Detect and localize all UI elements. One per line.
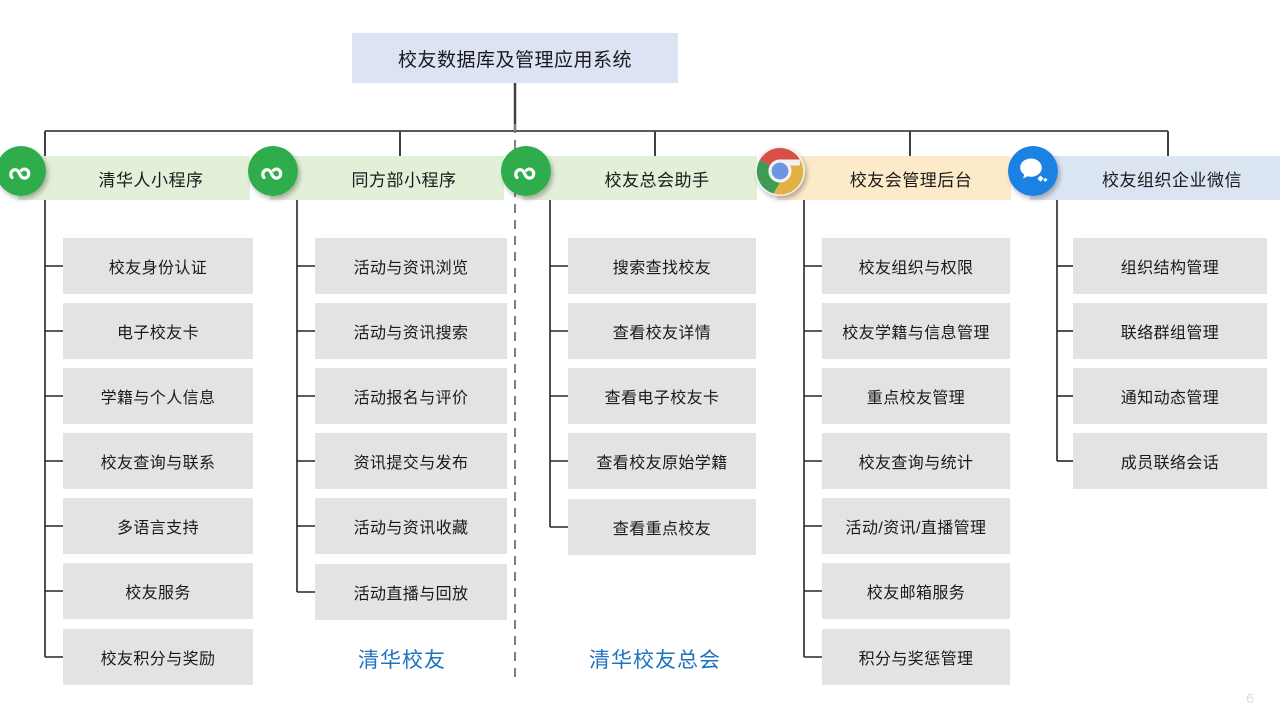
leaf-label: 搜索查找校友 <box>612 260 712 277</box>
column-header-alumni-association-assistant[interactable]: 校友总会助手 <box>501 146 757 200</box>
leaf-item[interactable]: 成员联络会话 <box>1073 433 1267 489</box>
leaf-item[interactable]: 重点校友管理 <box>822 368 1010 424</box>
wechat-miniprogram-icon <box>501 146 551 196</box>
leaf-label: 重点校友管理 <box>866 390 966 407</box>
wechat-miniprogram-icon <box>0 146 46 196</box>
footer-tsinghua-alumni: 清华校友 <box>358 644 446 674</box>
leaf-label: 活动与资讯浏览 <box>353 260 469 277</box>
leaf-label: 电子校友卡 <box>116 325 199 342</box>
leaf-label: 组织结构管理 <box>1120 260 1220 277</box>
column-header-tongfangbu-miniprogram[interactable]: 同方部小程序 <box>248 146 504 200</box>
leaf-item[interactable]: 校友组织与权限 <box>822 238 1010 294</box>
root-node-label: 校友数据库及管理应用系统 <box>397 49 632 71</box>
footer-tsinghua-alumni-association: 清华校友总会 <box>589 644 721 674</box>
leaf-label: 活动/资讯/直播管理 <box>845 520 987 537</box>
leaf-item[interactable]: 联络群组管理 <box>1073 303 1267 359</box>
leaf-item[interactable]: 校友身份认证 <box>63 238 253 294</box>
leaf-label: 校友身份认证 <box>108 260 208 277</box>
leaf-item[interactable]: 组织结构管理 <box>1073 238 1267 294</box>
column-header-tsinghua-people-miniprogram[interactable]: 清华人小程序 <box>0 146 250 200</box>
leaf-item[interactable]: 校友邮箱服务 <box>822 563 1010 619</box>
root-node: 校友数据库及管理应用系统 <box>352 33 678 83</box>
page-number: 6 <box>1246 690 1254 706</box>
leaf-item[interactable]: 活动与资讯收藏 <box>315 498 507 554</box>
leaf-item[interactable]: 校友查询与联系 <box>63 433 253 489</box>
leaf-item[interactable]: 校友查询与统计 <box>822 433 1010 489</box>
leaf-item[interactable]: 校友服务 <box>63 563 253 619</box>
leaf-item[interactable]: 查看校友详情 <box>568 303 756 359</box>
leaf-item[interactable]: 校友学籍与信息管理 <box>822 303 1010 359</box>
leaf-label: 校友查询与统计 <box>858 455 974 472</box>
leaf-item[interactable]: 搜索查找校友 <box>568 238 756 294</box>
leaf-label: 通知动态管理 <box>1120 390 1220 407</box>
leaf-label: 查看重点校友 <box>612 521 712 538</box>
footer-label-text: 清华校友总会 <box>589 649 721 672</box>
leaf-item[interactable]: 活动直播与回放 <box>315 564 507 620</box>
leaf-item[interactable]: 查看电子校友卡 <box>568 368 756 424</box>
leaf-label: 活动与资讯搜索 <box>353 325 469 342</box>
leaf-item[interactable]: 查看重点校友 <box>568 499 756 555</box>
column-header-label: 校友总会助手 <box>604 170 710 190</box>
leaf-label: 活动报名与评价 <box>353 390 469 407</box>
leaf-item[interactable]: 查看校友原始学籍 <box>568 433 756 489</box>
chrome-browser-icon <box>755 146 805 196</box>
leaf-item[interactable]: 多语言支持 <box>63 498 253 554</box>
wechat-miniprogram-icon <box>248 146 298 196</box>
leaf-label: 多语言支持 <box>116 520 199 537</box>
leaf-label: 活动与资讯收藏 <box>353 520 469 537</box>
column-header-alumni-admin-backend[interactable]: 校友会管理后台 <box>755 146 1011 200</box>
leaf-label: 成员联络会话 <box>1120 455 1220 472</box>
leaf-label: 校友查询与联系 <box>100 455 216 472</box>
column-header-label: 校友会管理后台 <box>849 170 973 190</box>
leaf-label: 校友学籍与信息管理 <box>842 325 990 342</box>
column-header-label: 清华人小程序 <box>98 170 204 190</box>
leaf-label: 校友邮箱服务 <box>866 585 966 602</box>
leaf-label: 查看校友详情 <box>612 325 712 342</box>
leaf-item[interactable]: 活动与资讯搜索 <box>315 303 507 359</box>
column-header-label: 同方部小程序 <box>351 170 457 190</box>
leaf-label: 校友积分与奖励 <box>100 651 216 668</box>
leaf-label: 校友组织与权限 <box>858 260 974 277</box>
leaf-label: 学籍与个人信息 <box>100 390 216 407</box>
leaf-item[interactable]: 积分与奖惩管理 <box>822 629 1010 685</box>
leaf-item[interactable]: 通知动态管理 <box>1073 368 1267 424</box>
leaf-item[interactable]: 活动报名与评价 <box>315 368 507 424</box>
leaf-label: 校友服务 <box>125 585 191 602</box>
leaf-label: 查看校友原始学籍 <box>596 455 728 472</box>
leaf-item[interactable]: 学籍与个人信息 <box>63 368 253 424</box>
wecom-icon <box>1008 146 1058 196</box>
column-header-label: 校友组织企业微信 <box>1102 170 1242 190</box>
footer-label-text: 清华校友 <box>358 649 446 672</box>
leaf-label: 联络群组管理 <box>1120 325 1220 342</box>
leaf-label: 查看电子校友卡 <box>604 390 720 407</box>
leaf-item[interactable]: 资讯提交与发布 <box>315 433 507 489</box>
leaf-label: 积分与奖惩管理 <box>858 651 974 668</box>
leaf-label: 活动直播与回放 <box>353 586 469 603</box>
leaf-item[interactable]: 校友积分与奖励 <box>63 629 253 685</box>
leaf-label: 资讯提交与发布 <box>353 455 469 472</box>
leaf-item[interactable]: 活动/资讯/直播管理 <box>822 498 1010 554</box>
leaf-item[interactable]: 活动与资讯浏览 <box>315 238 507 294</box>
leaf-item[interactable]: 电子校友卡 <box>63 303 253 359</box>
column-header-alumni-org-wecom[interactable]: 校友组织企业微信 <box>1008 146 1280 200</box>
